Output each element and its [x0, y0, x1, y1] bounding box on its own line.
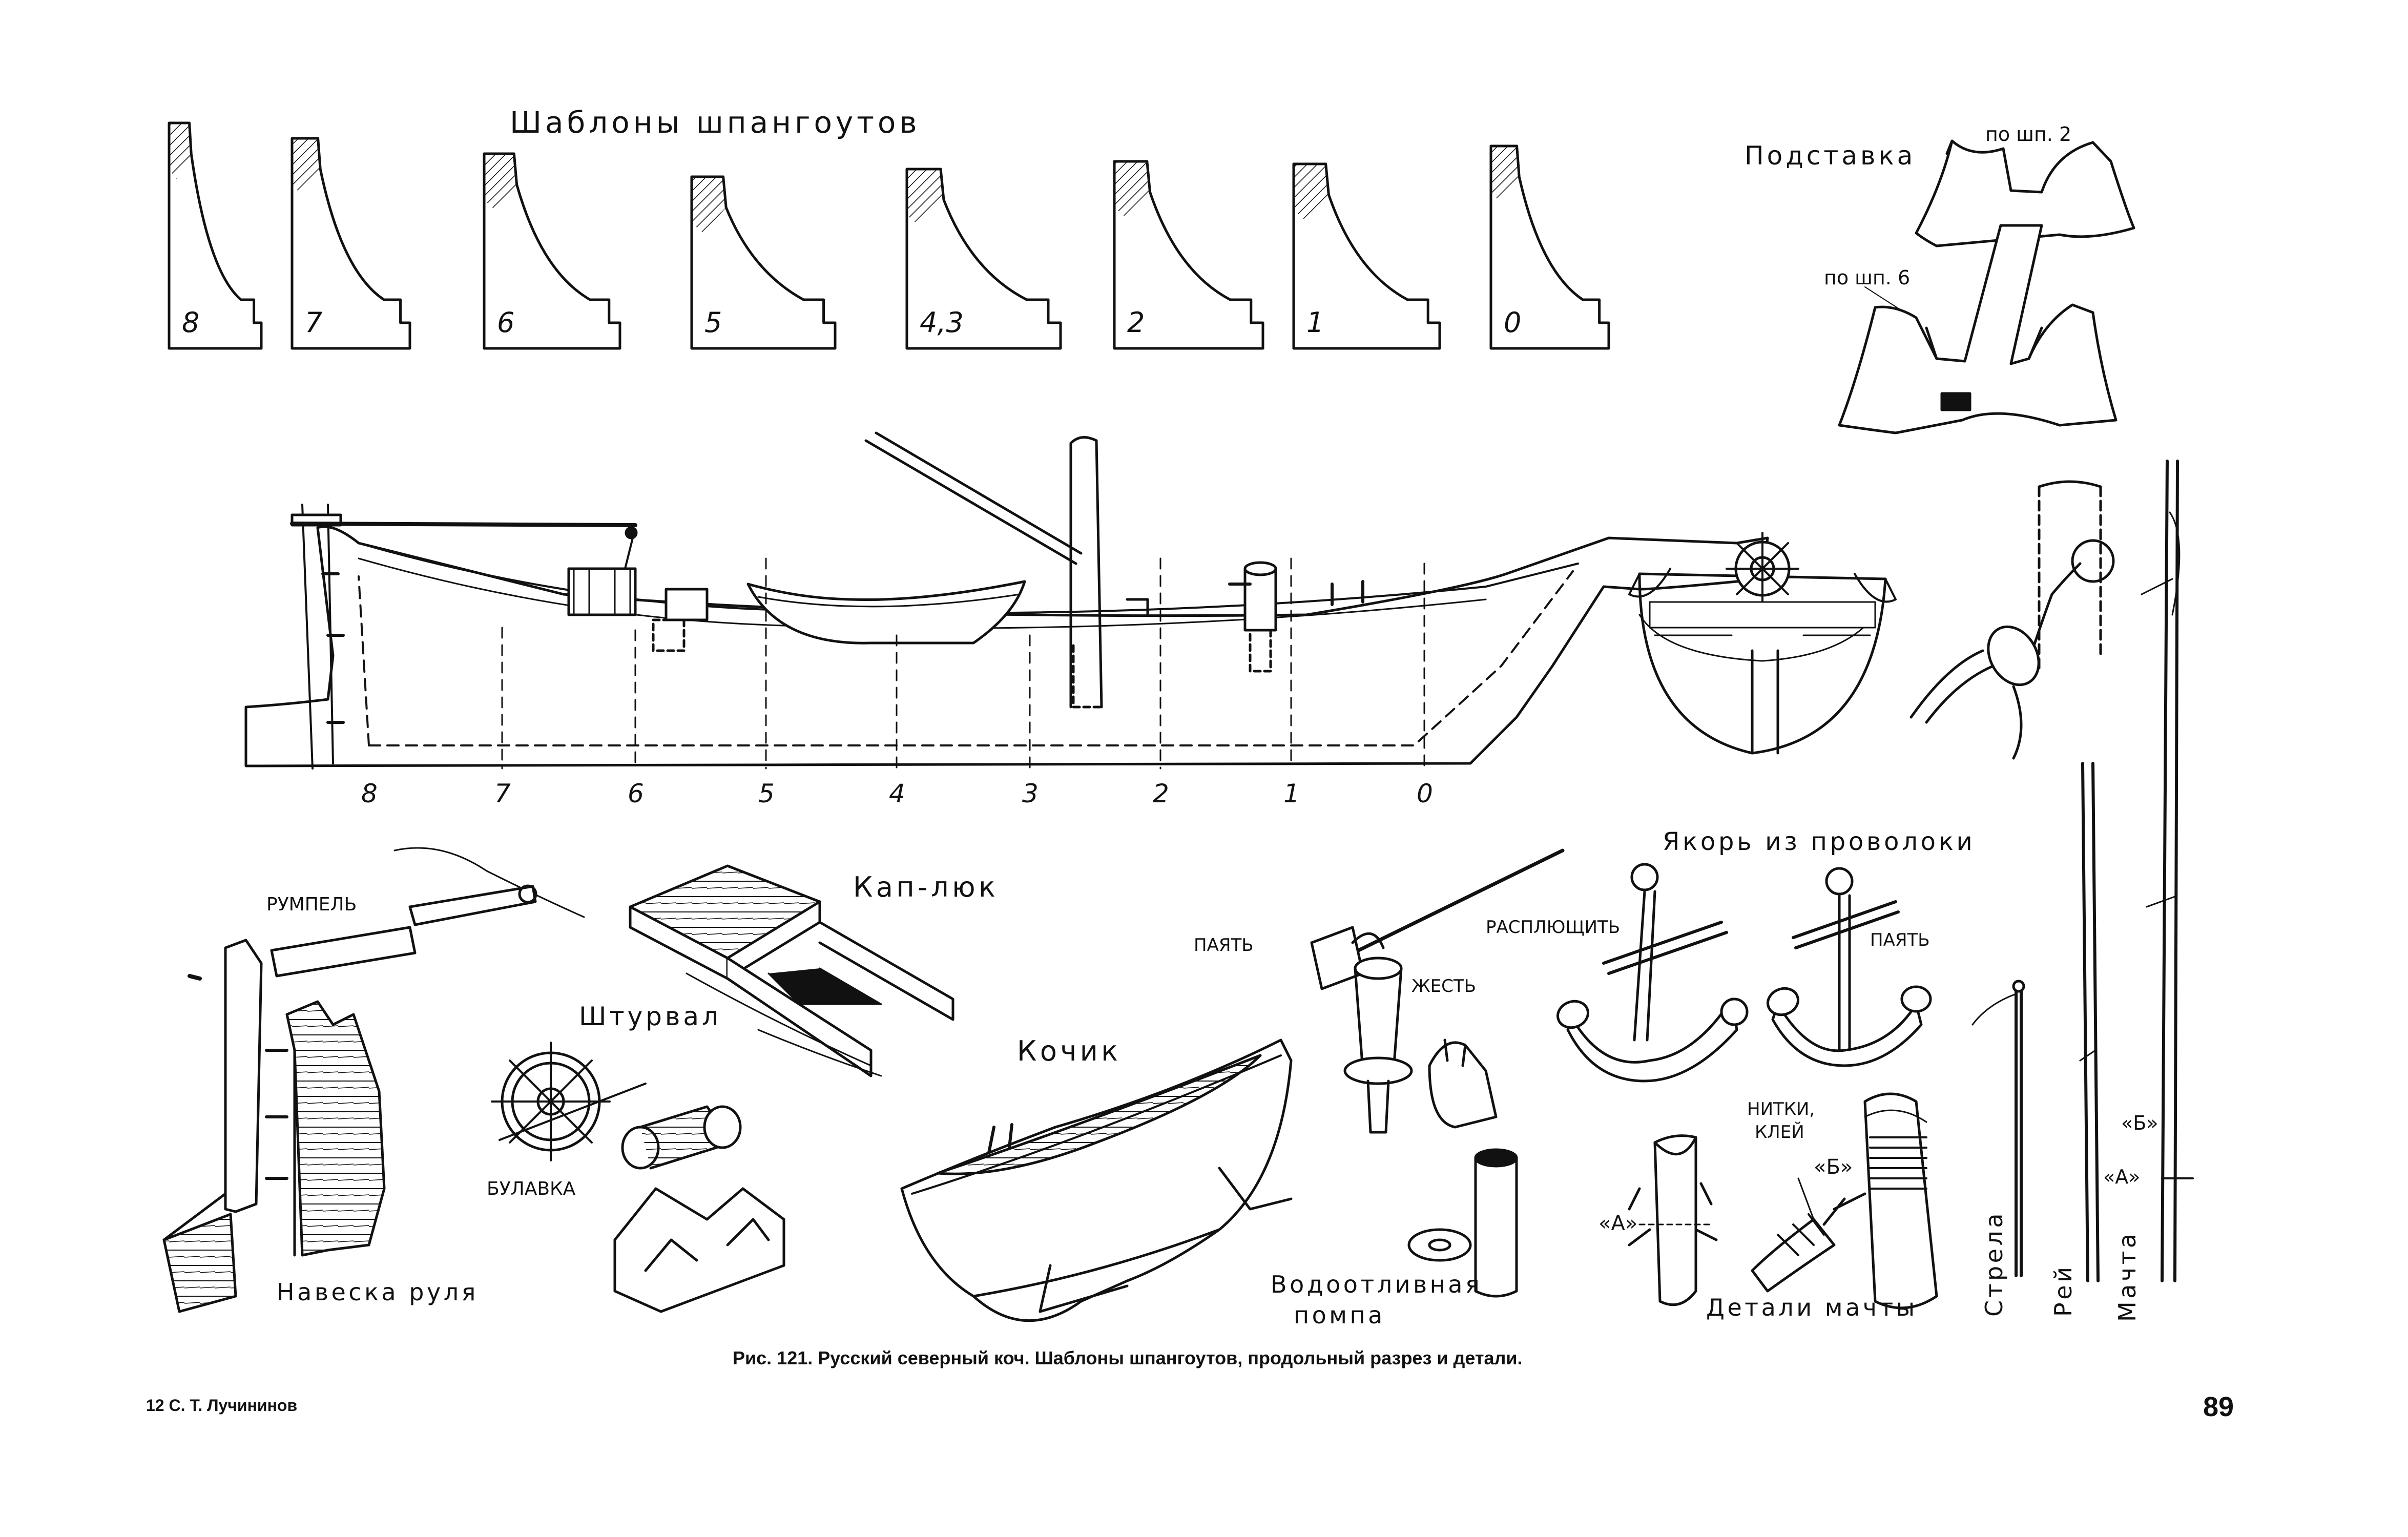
spars-drawing — [1973, 461, 2193, 1281]
frame-template-hatching — [169, 123, 192, 179]
frame-template-hatching — [692, 177, 726, 233]
frame-template-number: 6 — [497, 306, 515, 339]
footer-author: 12 С. Т. Лучининов — [146, 1396, 298, 1415]
frame-templates-group — [169, 123, 1609, 348]
station-label: 7 — [494, 779, 511, 808]
pump-drawing — [1312, 850, 1563, 1296]
wheel-drawing — [492, 1043, 784, 1312]
frame-template-number: 8 — [182, 306, 200, 339]
wheel-title: Штурвал — [579, 1002, 721, 1031]
hatch-drawing — [630, 866, 953, 1076]
frame-template-number: 5 — [704, 306, 722, 339]
frame-template-number: 0 — [1504, 306, 1522, 339]
frame-template-shape — [169, 123, 261, 348]
frame-template-shape — [692, 177, 835, 348]
mast-thread-label-line1: нитки, — [1747, 1099, 1815, 1119]
frame-template-shape — [292, 138, 410, 348]
station-label: 6 — [628, 779, 644, 808]
pump-solder-label: паять — [1194, 935, 1254, 956]
mast-details-title: Детали мачты — [1706, 1294, 1918, 1321]
anchor-solder-label: паять — [1870, 930, 1930, 950]
cross-section — [1629, 533, 1896, 753]
frame-template-number: 2 — [1127, 306, 1145, 339]
frame-template-number: 4,3 — [920, 306, 964, 339]
spar-label-b: «Б» — [2121, 1112, 2158, 1134]
frame-template-hatching — [1491, 146, 1520, 202]
frame-template-hatching — [1114, 161, 1150, 218]
frame-template-shape — [484, 154, 620, 348]
figure-caption: Рис. 121. Русский северный коч. Шаблоны … — [733, 1347, 1523, 1368]
mast-detail-label-a: «А» — [1599, 1212, 1638, 1235]
frame-template-shape — [1114, 161, 1263, 348]
mast-details-drawing — [1629, 1094, 1937, 1308]
mast-thread-label-line2: клей — [1755, 1122, 1804, 1143]
anchor-title: Якорь из проволоки — [1663, 827, 1976, 856]
pump-title-line2: помпа — [1294, 1301, 1385, 1329]
kochik-title: Кочик — [1017, 1035, 1122, 1067]
station-label: 0 — [1417, 779, 1433, 808]
frame-template-number: 1 — [1306, 306, 1324, 339]
station-label: 4 — [889, 779, 905, 808]
mast-detail-label-b: «Б» — [1814, 1155, 1853, 1179]
frame-template-hatching — [484, 154, 517, 210]
frame-template-hatching — [292, 138, 321, 195]
pin-label: Булавка — [487, 1178, 576, 1199]
tiller-label: Румпель — [266, 894, 357, 915]
stand-title: Подставка — [1745, 141, 1916, 171]
frame-template-hatching — [1294, 164, 1329, 220]
anchor-flatten-label: расплющить — [1486, 917, 1621, 938]
frame-templates-title: Шаблоны шпангоутов — [510, 105, 921, 140]
frame-template-shape — [907, 169, 1061, 348]
kochik-boat-drawing — [902, 1040, 1291, 1321]
pump-tin-label: жесть — [1411, 976, 1476, 996]
longitudinal-section — [246, 433, 1768, 768]
spar-label-a: «А» — [2103, 1166, 2141, 1188]
frame-template-number: 7 — [305, 306, 323, 339]
rudder-drawing — [164, 848, 584, 1312]
boom-label: Стрела — [1980, 1210, 2008, 1317]
station-label: 5 — [758, 779, 775, 808]
mast-top-detail — [1911, 482, 2113, 758]
stand-note-bottom: по шп. 6 — [1824, 266, 1911, 289]
page-number: 89 — [2203, 1391, 2234, 1422]
stand-drawing — [1839, 141, 2134, 433]
stand-note-top: по шп. 2 — [1985, 123, 2072, 146]
rudder-title: Навеска руля — [277, 1278, 479, 1306]
frame-template-hatching — [907, 169, 944, 225]
mast-label: Мачта — [2113, 1231, 2141, 1322]
station-label: 3 — [1022, 779, 1039, 808]
pump-title-line1: Водоотливная — [1271, 1271, 1483, 1298]
yard-label: Рей — [2049, 1264, 2077, 1317]
frame-template-shape — [1491, 146, 1609, 348]
hatch-title: Кап-люк — [853, 871, 999, 903]
station-label: 2 — [1153, 779, 1169, 808]
station-label: 1 — [1283, 779, 1300, 808]
station-label: 8 — [361, 779, 378, 808]
frame-template-shape — [1294, 164, 1440, 348]
anchors-drawing — [1554, 864, 1930, 1081]
